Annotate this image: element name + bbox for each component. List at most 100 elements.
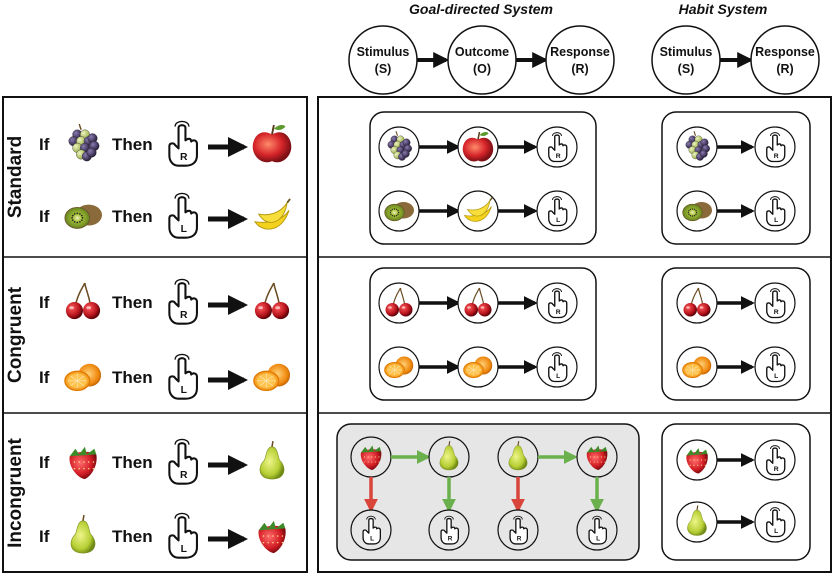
node-label: Response: [550, 45, 610, 59]
row-label-incongruent: Incongruent: [5, 437, 26, 547]
hand-letter: L: [774, 373, 778, 380]
cherries-icon: [683, 287, 711, 317]
node-abbr: (R): [571, 62, 588, 76]
rule-row-standard-2: If Then: [39, 207, 153, 226]
strawberry-icon: [586, 445, 608, 470]
if-text: If: [39, 135, 50, 154]
pear-icon: [439, 441, 459, 471]
if-text: If: [39, 207, 50, 226]
pointing-hand-L-icon: L: [362, 515, 382, 545]
top-outcome-node: Outcome (O): [447, 25, 517, 95]
rules-panel: [2, 96, 308, 573]
pointing-hand-L-icon: L: [588, 515, 608, 545]
strawberry-icon: [686, 448, 708, 474]
pear-icon: [687, 505, 707, 536]
hand-letter: R: [774, 466, 779, 473]
pointing-hand-R-icon: R: [548, 288, 568, 319]
then-text: Then: [112, 293, 153, 312]
row-label-standard: Standard: [5, 136, 26, 218]
then-text: Then: [112, 453, 153, 472]
hand-letter: L: [556, 217, 560, 224]
node-label: Stimulus: [357, 45, 410, 59]
pointing-hand-L-icon: L: [168, 353, 198, 400]
rule-row-incongruent-1: If Then: [39, 453, 153, 472]
hand-letter: R: [448, 535, 453, 542]
hand-letter: L: [556, 373, 560, 380]
habit-stimulus-node: Stimulus (S): [651, 25, 721, 95]
hand-letter: L: [774, 217, 778, 224]
rule-row-incongruent-2: If Then: [39, 527, 153, 546]
pear-icon: [70, 514, 96, 554]
pointing-hand-R-icon: R: [766, 132, 786, 163]
rule-row-standard-1: If Then: [39, 135, 153, 154]
node-circle: [457, 282, 499, 324]
pointing-hand-R-icon: R: [440, 515, 460, 545]
node-label: Outcome: [455, 45, 509, 59]
hand-letter: R: [774, 153, 779, 160]
if-text: If: [39, 527, 50, 546]
cherries-icon: [65, 282, 101, 320]
banana-icon: [253, 198, 291, 230]
pointing-hand-L-icon: L: [766, 352, 786, 383]
node-abbr: (O): [473, 62, 491, 76]
pointing-hand-R-icon: R: [766, 445, 786, 476]
pointing-hand-R-icon: R: [548, 132, 568, 163]
hand-letter: R: [517, 535, 522, 542]
node-label: Stimulus: [660, 45, 713, 59]
pointing-hand-L-icon: L: [168, 192, 198, 239]
kiwi-icon: [64, 204, 102, 229]
top-stimulus-node: Stimulus (S): [348, 25, 418, 95]
grapes-icon: [685, 131, 710, 161]
apple-icon: [252, 124, 292, 163]
pear-icon: [508, 441, 528, 471]
orange-icon: [384, 356, 414, 379]
pointing-hand-R-icon: R: [766, 288, 786, 319]
node-abbr: (S): [375, 62, 392, 76]
orange-icon: [64, 363, 102, 392]
pointing-hand-L-icon: L: [548, 196, 568, 227]
hand-letter: L: [596, 535, 600, 542]
hand-letter: R: [180, 470, 188, 481]
pointing-hand-R-icon: R: [168, 278, 198, 325]
kiwi-icon: [384, 202, 414, 222]
cherries-icon: [385, 287, 413, 317]
kiwi-icon: [682, 202, 712, 222]
hand-letter: R: [556, 153, 561, 160]
systems-panel: [317, 96, 832, 573]
grapes-icon: [68, 123, 100, 162]
strawberry-icon: [69, 446, 97, 480]
hand-letter: R: [180, 152, 188, 163]
pointing-hand-R-icon: R: [168, 120, 198, 167]
pointing-hand-L-icon: L: [548, 352, 568, 383]
then-text: Then: [112, 135, 153, 154]
orange-icon: [253, 363, 291, 392]
rule-row-congruent-1: If Then: [39, 293, 153, 312]
cherries-icon: [254, 282, 290, 320]
node-abbr: (R): [776, 62, 793, 76]
habit-response-node: Response (R): [750, 25, 820, 95]
apple-icon: [462, 131, 494, 162]
if-text: If: [39, 293, 50, 312]
habit-system-header: Habit System: [679, 1, 768, 17]
hand-letter: R: [180, 310, 188, 321]
pointing-hand-L-icon: L: [168, 512, 198, 559]
hand-letter: L: [181, 385, 187, 396]
if-text: If: [39, 368, 50, 387]
row-label-congruent: Congruent: [5, 286, 26, 383]
node-abbr: (S): [678, 62, 695, 76]
pointing-hand-R-icon: R: [509, 515, 529, 545]
goal-directed-header: Goal-directed System: [409, 1, 553, 17]
banana-icon: [463, 197, 493, 222]
cherries-icon: [464, 287, 492, 317]
then-text: Then: [112, 207, 153, 226]
hand-letter: L: [370, 535, 374, 542]
hand-letter: L: [181, 544, 187, 555]
hand-letter: R: [556, 309, 561, 316]
hand-letter: R: [774, 309, 779, 316]
top-response-node: Response (R): [545, 25, 615, 95]
node-label: Response: [755, 45, 815, 59]
if-text: If: [39, 453, 50, 472]
node-circle: [676, 282, 718, 324]
pear-icon: [259, 440, 285, 480]
